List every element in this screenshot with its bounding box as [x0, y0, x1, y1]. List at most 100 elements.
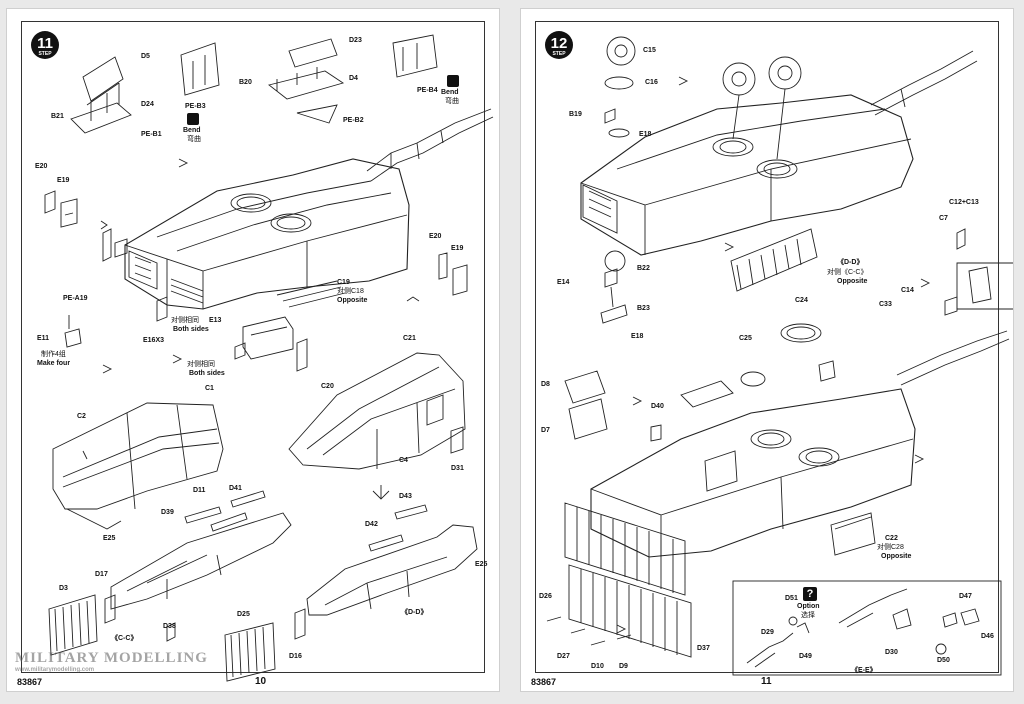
part-label: E25 [103, 535, 116, 542]
product-code: 83867 [17, 677, 43, 687]
part-label: PE-B3 [185, 103, 206, 110]
note: Opposite [881, 553, 912, 560]
part-label: D42 [365, 521, 378, 528]
part-label: D46 [981, 633, 994, 640]
part-label: C24 [795, 297, 808, 304]
part-label: D5 [141, 53, 150, 60]
page-frame [535, 21, 999, 673]
part-label: D49 [799, 653, 812, 660]
part-label: D31 [451, 465, 464, 472]
page-number: 11 [761, 676, 772, 687]
watermark: MILITARY MODELLING www.militarymodelling… [15, 650, 208, 673]
part-label: C21 [403, 335, 416, 342]
part-label: D11 [193, 487, 206, 494]
part-label: C19 [337, 279, 350, 286]
part-label: C15 [643, 47, 656, 54]
part-label: C16 [645, 79, 658, 86]
part-label: E14 [557, 279, 570, 286]
part-label: E19 [451, 245, 464, 252]
part-label: PE-B4 [417, 87, 438, 94]
part-label: E25 [475, 561, 488, 568]
bend-icon [447, 75, 459, 87]
part-label: D10 [591, 663, 604, 670]
part-label: D38 [163, 623, 176, 630]
part-label: C7 [939, 215, 948, 222]
part-label: C4 [399, 457, 408, 464]
part-label: C20 [321, 383, 334, 390]
section-label: 《E-E》 [851, 667, 877, 674]
part-label: D17 [95, 571, 108, 578]
instruction-page-10: 11 STEP D5 D24 B21 PE-B1 PE-B3 Bend 弯曲 D… [6, 8, 500, 692]
note: Opposite [837, 278, 868, 285]
part-label: B21 [51, 113, 64, 120]
part-label: C33 [879, 301, 892, 308]
step-number-badge: 11 STEP [31, 31, 59, 59]
part-label: D7 [541, 427, 550, 434]
part-label: E20 [429, 233, 442, 240]
part-label: D25 [237, 611, 250, 618]
part-label: PE-A19 [63, 295, 88, 302]
part-label: D40 [651, 403, 664, 410]
part-label: C25 [739, 335, 752, 342]
step-caption: STEP [552, 51, 566, 57]
part-label: E18 [631, 333, 644, 340]
section-label: 《D-D》 [837, 259, 864, 266]
step-12-drawing [546, 36, 1013, 676]
part-label: D23 [349, 37, 362, 44]
note: Opposite [337, 297, 368, 304]
part-label: D4 [349, 75, 358, 82]
part-label: D24 [141, 101, 154, 108]
part-label: E11 [37, 335, 50, 342]
part-label: E18 [639, 131, 652, 138]
note-cn: 对侧相同 [187, 361, 215, 368]
instruction-page-11: 12 STEP C15 C16 B19 E18 C12+C13 C7 《D-D》… [520, 8, 1014, 692]
part-label: D37 [697, 645, 710, 652]
part-label: D50 [937, 657, 950, 664]
part-label: B19 [569, 111, 582, 118]
part-label: D26 [539, 593, 552, 600]
note-cn: 制作4组 [41, 351, 66, 358]
part-label: B22 [637, 265, 650, 272]
step-number: 11 [37, 35, 53, 52]
part-label: D47 [959, 593, 972, 600]
bend-label: Bend [183, 127, 201, 134]
part-label: PE-B2 [343, 117, 364, 124]
part-label: D3 [59, 585, 68, 592]
bend-label-cn: 弯曲 [187, 136, 201, 143]
part-label: D30 [885, 649, 898, 656]
part-label: C22 [885, 535, 898, 542]
part-label: E20 [35, 163, 48, 170]
step-number: 12 [550, 35, 568, 52]
part-label: PE-B1 [141, 131, 162, 138]
option-label: Option [797, 603, 820, 610]
part-label: C14 [901, 287, 914, 294]
note: Both sides [173, 326, 209, 333]
part-label: D51 [785, 595, 798, 602]
option-label-cn: 选择 [801, 612, 815, 619]
note-cn: 对侧相同 [171, 317, 199, 324]
watermark-url: www.militarymodelling.com [15, 667, 95, 673]
part-label: D39 [161, 509, 174, 516]
part-label: 对侧C18 [337, 288, 364, 295]
part-label: C2 [77, 413, 86, 420]
step-number-badge: 12 STEP [545, 31, 573, 59]
part-label: 对侧C28 [877, 544, 904, 551]
part-label: E16X3 [143, 337, 165, 344]
step-11-drawing [44, 34, 494, 682]
part-label: D9 [619, 663, 628, 670]
option-icon: ? [803, 587, 817, 601]
part-label: D27 [557, 653, 570, 660]
note: Make four [37, 360, 71, 367]
step-caption: STEP [38, 51, 52, 57]
part-label: B20 [239, 79, 252, 86]
part-label: D29 [761, 629, 774, 636]
note: Both sides [189, 370, 225, 377]
watermark-text: MILITARY MODELLING [15, 650, 208, 666]
bend-label: Bend [441, 89, 459, 96]
product-code: 83867 [531, 677, 557, 687]
part-label: C1 [205, 385, 214, 392]
part-label: D8 [541, 381, 550, 388]
bend-label-cn: 弯曲 [445, 98, 459, 105]
part-label: E19 [57, 177, 70, 184]
page-number: 10 [255, 676, 267, 687]
